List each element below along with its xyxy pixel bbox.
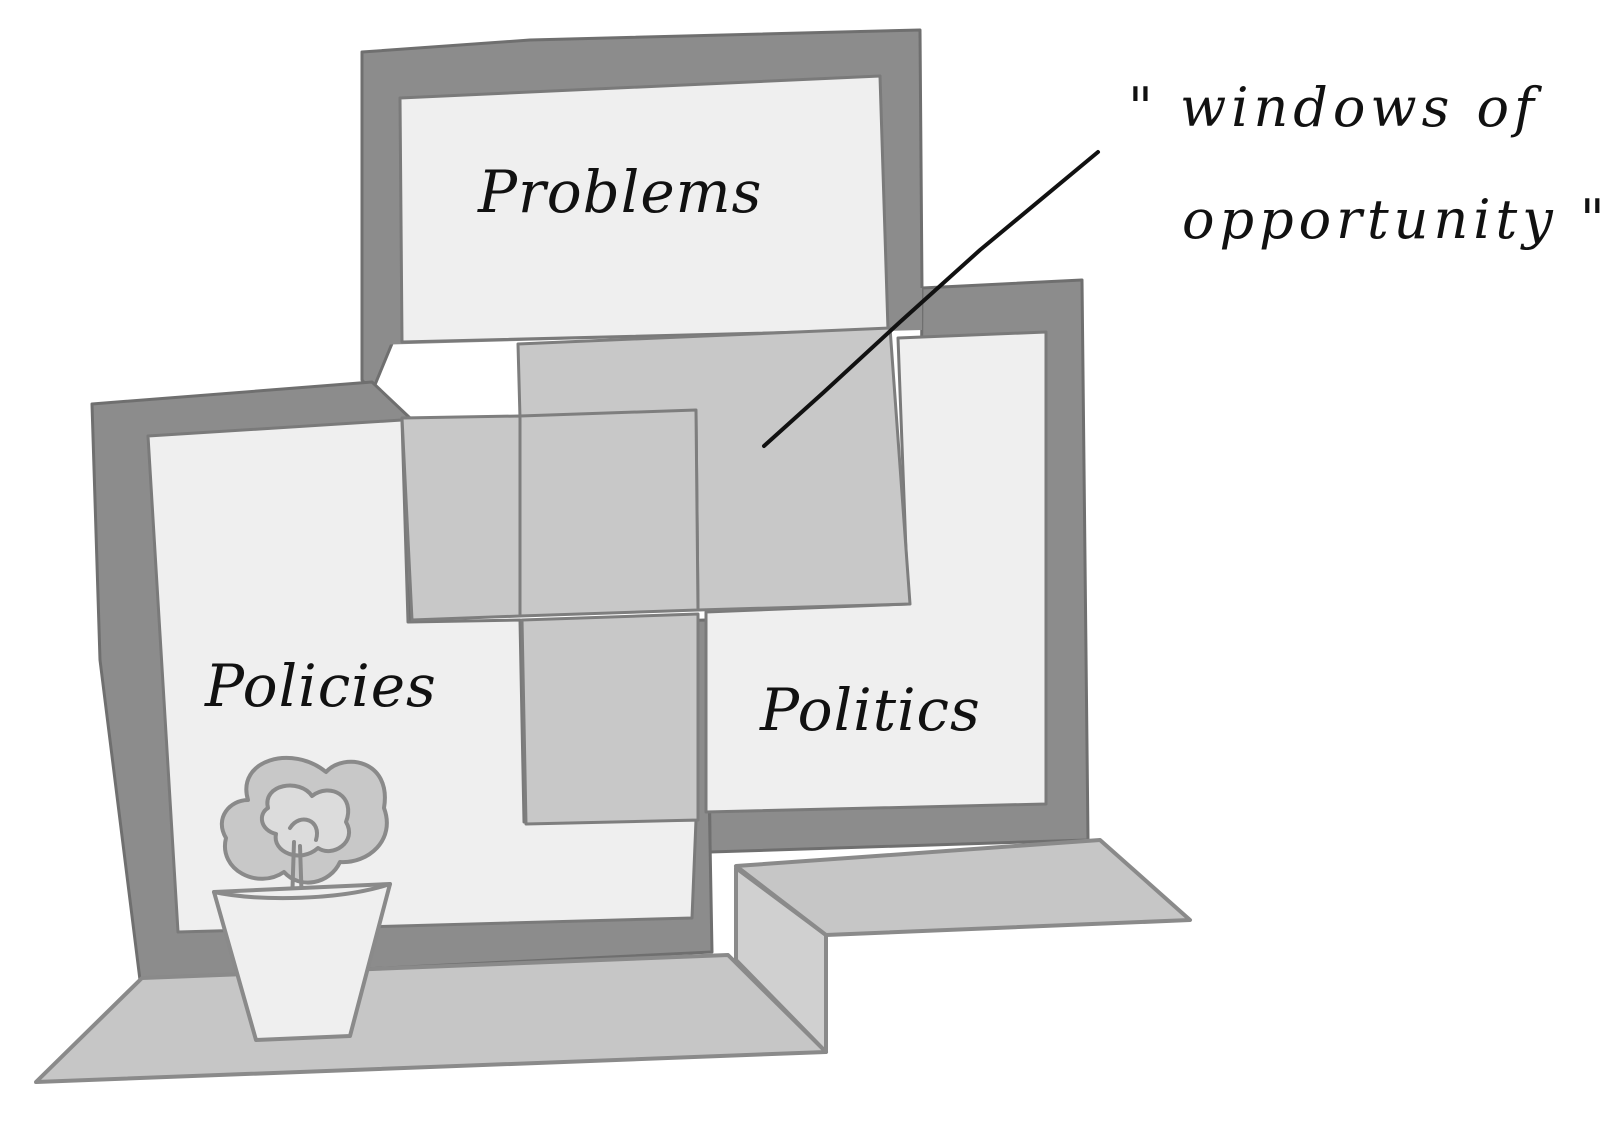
window-sills [34, 838, 1192, 1084]
callout-pointer-line [762, 150, 1100, 448]
right-window-sill [734, 838, 1192, 937]
overlap-all-three [518, 408, 700, 618]
policies-label: Policies [204, 652, 437, 720]
callout-text-line2: opportunity " [1182, 188, 1600, 251]
potted-plant-icon [212, 756, 392, 1042]
politics-label: Politics [759, 676, 981, 744]
callout-text-line1: " windows of [1128, 76, 1542, 139]
overlap-policies-politics [520, 612, 700, 826]
problems-label: Problems [477, 158, 762, 226]
overlap-regions [400, 326, 912, 826]
overlap-problems-policies [400, 414, 522, 622]
